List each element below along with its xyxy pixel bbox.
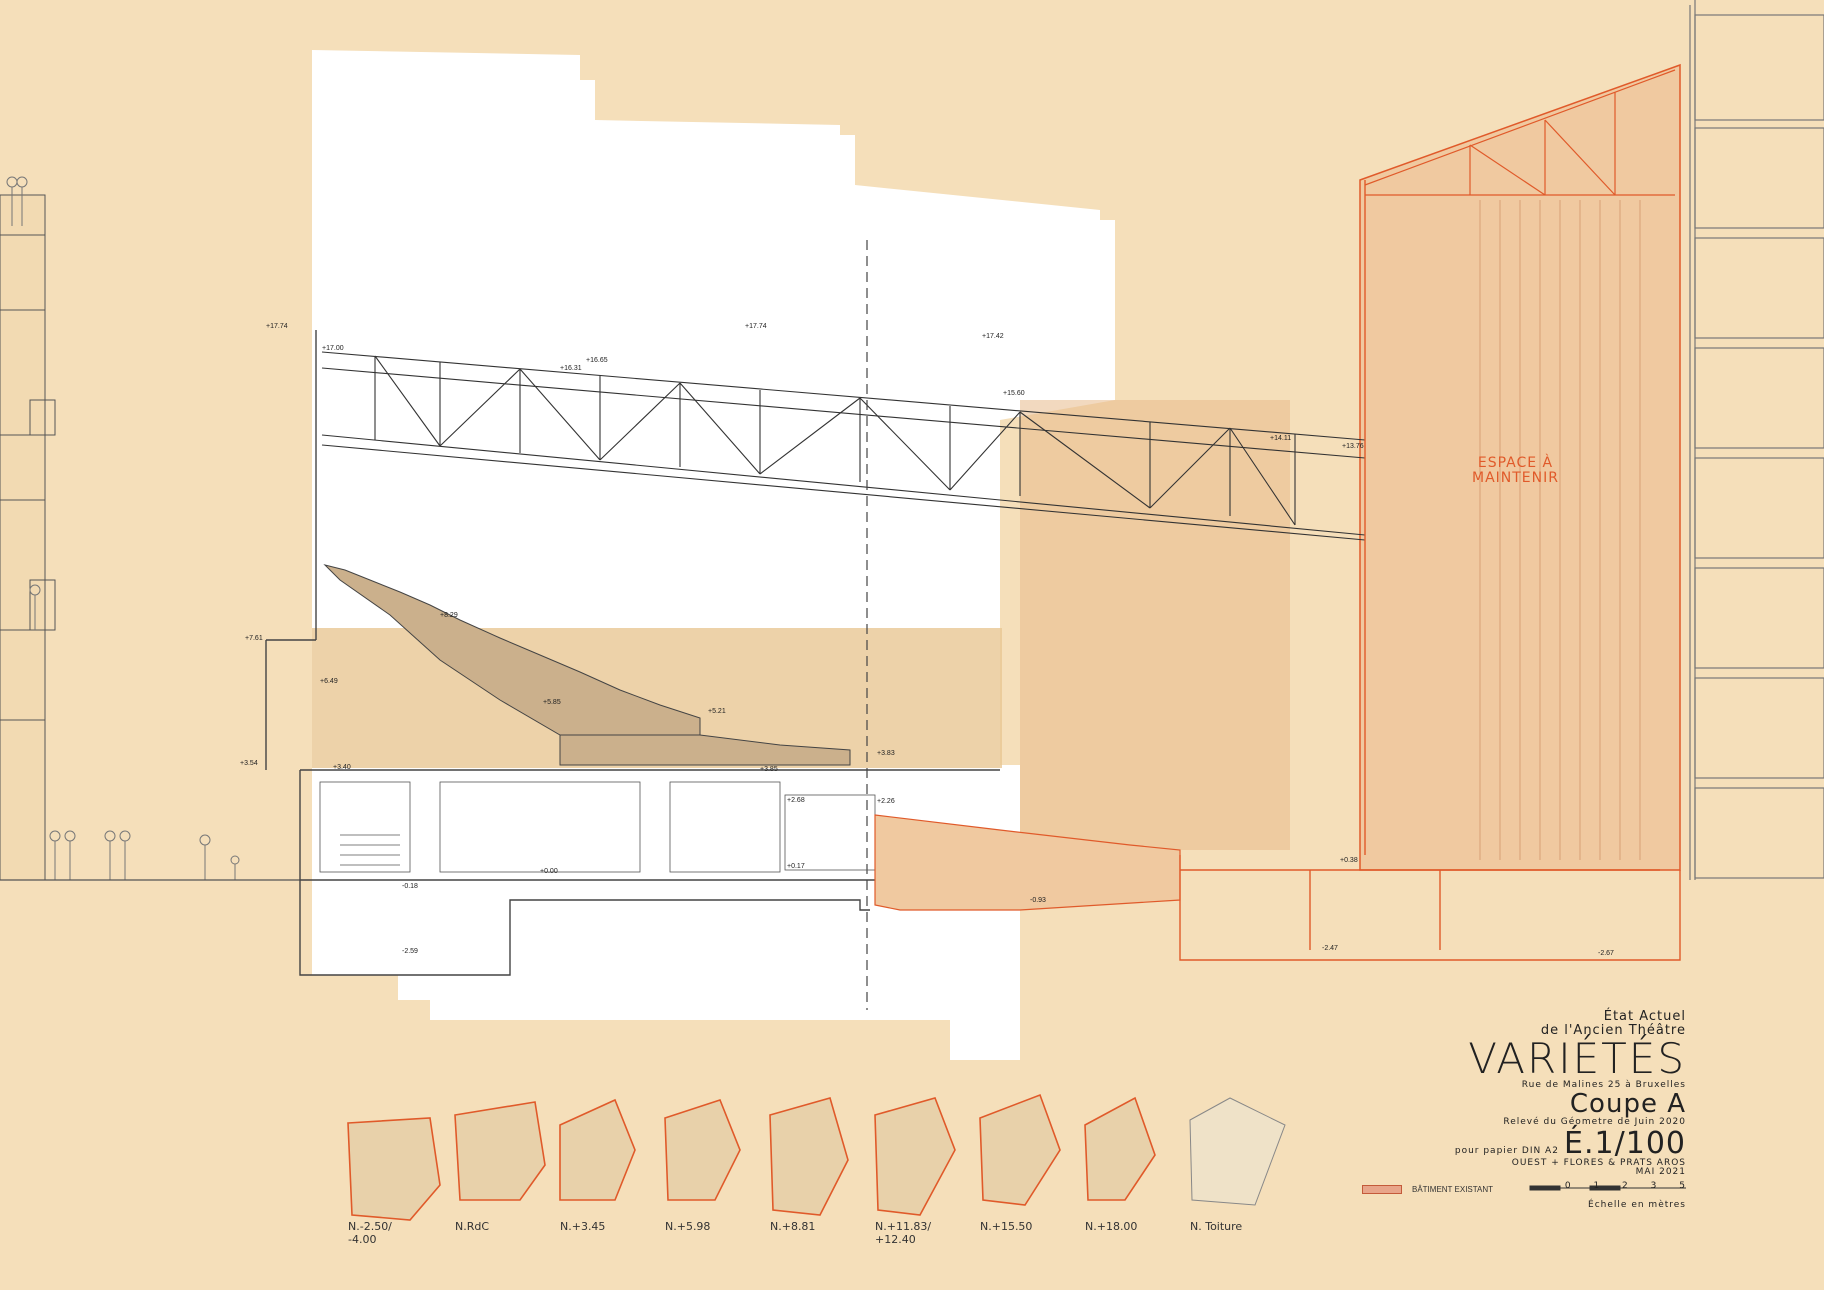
elevation-label: +0.00 [540,868,558,875]
elevation-label: +14.11 [1270,435,1291,442]
scale-bar [1529,1185,1686,1191]
floor-plan [559,1098,636,1201]
paper-size: pour papier DIN A2 [1454,1145,1559,1156]
elevation-label: -0.93 [1030,897,1046,904]
fly-tower-rigging [1479,200,1641,860]
scale-ticks: 0 1 2 3 5 [1455,1180,1686,1191]
legend-label: BÂTIMENT EXISTANT [1412,1185,1494,1194]
scale-row: pour papier DIN A2 É.1/100 [1454,1125,1686,1161]
elevation-label: +16.65 [586,357,608,364]
elevation-label: -2.59 [402,948,418,955]
plan-label: N.+5.98 [665,1220,711,1233]
title-block: État Actuel de l'Ancien Théâtre VARIÉTÉS… [1455,1010,1686,1211]
elevation-labels: +17.74 +17.00 +17.74 +17.42 +16.65 +16.3… [240,323,1614,957]
plan-label: N.+15.50 [980,1220,1033,1233]
elevation-label: +16.31 [560,365,582,372]
fly-tower-truss [1364,69,1676,196]
floor-plan [347,1117,441,1221]
title-line-2: de l'Ancien Théâtre [1540,1022,1686,1038]
plan-label: N.+8.81 [770,1220,816,1233]
elevation-label: +17.74 [266,323,288,330]
right-neighbour-building [1689,0,1824,880]
annotation-line-2: MAINTENIR [1472,469,1559,486]
elevation-label: +5.85 [543,699,561,706]
title-line-1: État Actuel [1603,1009,1686,1024]
elevation-label: +6.49 [320,678,338,685]
elevation-label: +3.54 [240,760,258,767]
stage-house-area [1020,400,1290,850]
survey-note: Relevé du Géometre de Juin 2020 [1503,1117,1686,1128]
theatre-name: VARIÉTÉS [1468,1034,1686,1084]
legend: BÂTIMENT EXISTANT [1362,1185,1493,1194]
elevation-label: +13.76 [1342,443,1364,450]
elevation-label: +7.61 [245,635,263,642]
floor-plan [1084,1096,1156,1201]
scale-tick: 5 [1679,1180,1686,1191]
drawing-scale: É.1/100 [1564,1125,1686,1161]
elevation-label: +2.68 [787,797,805,804]
auditorium-roof-truss [321,351,1366,541]
plan-label: N.RdC [455,1220,490,1233]
floor-plan [664,1099,741,1201]
left-neighbour-building [0,194,56,881]
elevation-label: +17.42 [982,333,1004,340]
floor-plan [454,1101,546,1201]
elevation-label: -0.18 [402,883,418,890]
plan-label: N.-2.50/-4.00 [348,1220,392,1247]
floor-plan [769,1097,849,1216]
existing-building-swatch [1362,1185,1402,1194]
elevation-label: +3.40 [333,764,351,771]
authors: OUEST + FLORES & PRATS AROS [1511,1158,1686,1169]
lobby-level [319,781,876,873]
plan-label: N.+11.83/+12.40 [875,1220,932,1247]
elevation-label: +15.60 [1003,390,1025,397]
elevation-label: +0.17 [787,863,805,870]
scale-tick: 0 [1564,1180,1572,1191]
elevation-label: -2.47 [1322,945,1338,952]
balcony-stairs [323,564,851,766]
plan-label: N.+3.45 [560,1220,606,1233]
elevation-label: +17.74 [745,323,767,330]
floor-plan [979,1093,1061,1206]
plan-label: N.+18.00 [1085,1220,1138,1233]
elevation-label: -2.67 [1598,950,1614,957]
section-name: Coupe A [1569,1088,1686,1119]
floor-plan [1189,1097,1286,1206]
background-building-silhouette [312,50,1115,1060]
elevation-label: +8.29 [440,612,458,619]
floor-plan-thumbnails [347,1093,1286,1221]
scale-tick: 2 [1622,1180,1629,1191]
space-to-maintain-annotation: ESPACE À MAINTENIR [1472,456,1559,485]
scale-tick: 1 [1593,1180,1601,1191]
drawing-date: MAI 2021 [1635,1167,1686,1178]
plan-label: N. Toiture [1190,1220,1243,1233]
floor-plan [874,1097,956,1216]
elevation-label: +3.85 [760,766,778,773]
scale-tick: 3 [1650,1180,1658,1191]
human-figures [6,176,240,880]
stage-basement [1179,855,1681,961]
annotation-line-1: ESPACE À [1477,455,1554,471]
elevation-label: +0.38 [1340,857,1358,864]
elevation-label: +17.00 [322,345,344,352]
elevation-label: +5.21 [708,708,726,715]
elevation-label: +2.26 [877,798,895,805]
elevation-label: +3.83 [877,750,895,757]
address: Rue de Malines 25 à Bruxelles [1521,1080,1686,1091]
scale-caption: Échelle en mètres [1588,1200,1686,1211]
